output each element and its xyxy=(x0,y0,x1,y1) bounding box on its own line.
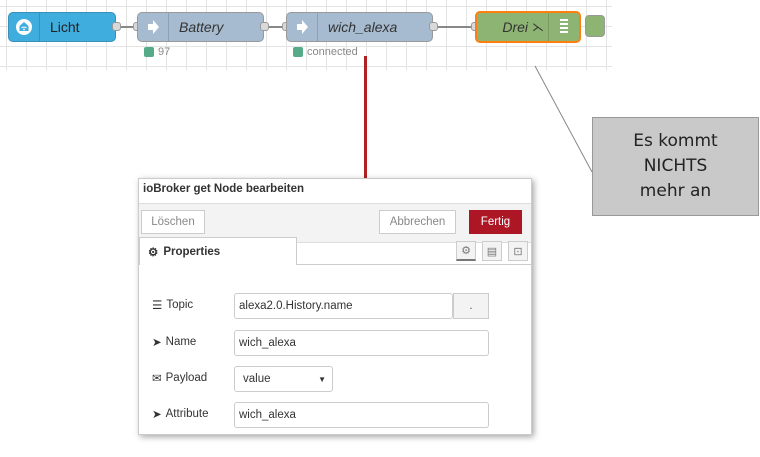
status-battery: 97 xyxy=(144,46,170,58)
tab-divider xyxy=(297,264,531,265)
name-label-text: Name xyxy=(165,336,197,348)
output-port[interactable] xyxy=(112,22,121,31)
list-icon: ☰ xyxy=(152,300,163,312)
tag-icon: ➤ xyxy=(152,409,162,421)
name-input[interactable]: wich_alexa xyxy=(234,330,489,356)
name-label: ➤ Name xyxy=(152,335,196,349)
callout-line-1: Es kommt xyxy=(633,131,718,151)
wire-licht-battery xyxy=(119,26,137,28)
done-button[interactable]: Fertig xyxy=(469,210,522,234)
node-drei-label: Drei xyxy=(502,19,528,35)
delete-button[interactable]: Löschen xyxy=(141,210,205,234)
output-port[interactable] xyxy=(260,22,269,31)
node-licht-label: Licht xyxy=(50,19,80,35)
connector-line xyxy=(364,56,367,184)
tab-properties-label: Properties xyxy=(163,245,221,258)
wire-battery-alexa xyxy=(268,26,286,28)
output-port[interactable] xyxy=(429,22,438,31)
annotation-callout: Es kommt NICHTS mehr an xyxy=(592,117,759,216)
arrow-right-icon xyxy=(287,13,318,41)
payload-label: ✉ Payload xyxy=(152,371,207,385)
node-battery-label: Battery xyxy=(179,19,224,35)
gear-icon[interactable]: ⚙ xyxy=(456,241,476,261)
status-alexa-text: connected xyxy=(307,46,358,58)
wifi-home-icon xyxy=(9,13,40,41)
tag-icon: ➤ xyxy=(152,337,162,349)
payload-select[interactable]: value ▼ xyxy=(234,366,333,392)
attribute-input[interactable]: wich_alexa xyxy=(234,402,489,428)
attribute-label: ➤ Attribute xyxy=(152,407,208,421)
frame-icon[interactable]: ⊡ xyxy=(508,241,528,261)
topic-input[interactable]: alexa2.0.History.name xyxy=(234,293,453,319)
list-icon xyxy=(548,13,579,41)
callout-pointer xyxy=(534,65,593,173)
dialog-title: ioBroker get Node bearbeiten xyxy=(143,183,305,195)
status-dot xyxy=(293,47,303,57)
attribute-label-text: Attribute xyxy=(165,408,209,420)
status-alexa: connected xyxy=(293,46,358,58)
payload-label-text: Payload xyxy=(165,372,208,384)
envelope-icon: ✉ xyxy=(152,373,162,385)
status-battery-text: 97 xyxy=(158,46,171,58)
status-dot xyxy=(144,47,154,57)
callout-line-2: NICHTS xyxy=(643,156,708,176)
node-drei[interactable]: Drei ⋋ xyxy=(475,11,581,43)
document-icon[interactable]: ▤ xyxy=(482,241,502,261)
node-wich-alexa[interactable]: wich_alexa xyxy=(286,12,433,42)
arrow-right-icon xyxy=(138,13,169,41)
topic-label: ☰ Topic xyxy=(152,298,193,312)
callout-line-3: mehr an xyxy=(639,181,712,201)
payload-select-value: value xyxy=(243,373,271,385)
node-battery[interactable]: Battery xyxy=(137,12,264,42)
edit-dialog: ioBroker get Node bearbeiten Löschen Abb… xyxy=(138,178,532,435)
debug-toggle-button[interactable] xyxy=(585,15,605,37)
wire-alexa-drei xyxy=(437,26,475,28)
topic-label-text: Topic xyxy=(166,299,194,311)
debug-lines-icon: ⋋ xyxy=(532,20,544,34)
dialog-toolbar: Löschen Abbrechen Fertig xyxy=(139,203,531,243)
tab-properties[interactable]: ⚙ Properties xyxy=(139,237,297,265)
cancel-button[interactable]: Abbrechen xyxy=(379,210,456,234)
node-licht[interactable]: Licht xyxy=(8,12,116,42)
node-wich-alexa-label: wich_alexa xyxy=(328,19,398,35)
gear-icon: ⚙ xyxy=(148,246,159,259)
caret-down-icon: ▼ xyxy=(318,374,326,384)
topic-browse-button[interactable]: . xyxy=(453,293,489,319)
